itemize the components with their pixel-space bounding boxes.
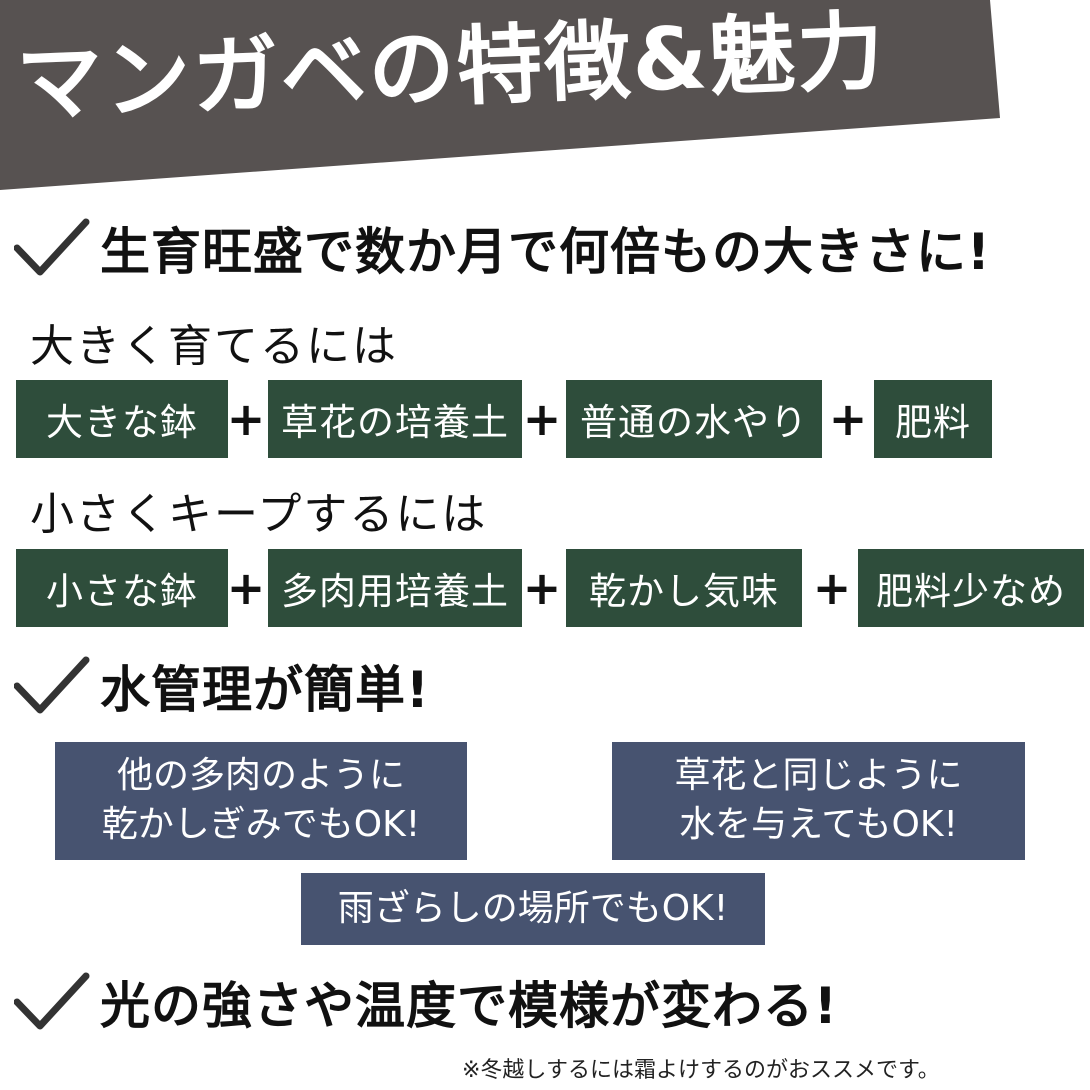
footnote: ※冬越しするには霜よけするのがおススメです。	[462, 1058, 940, 1083]
item-succulent-soil: 多肉用培養土	[268, 549, 522, 627]
checkmark-icon	[14, 656, 90, 714]
title-banner: マンガベの特徴&魅力	[0, 0, 1000, 190]
plus-sign: +	[522, 392, 562, 446]
item-less-fertilizer: 肥料少なめ	[858, 549, 1084, 627]
plus-sign: +	[522, 561, 562, 615]
info-box-dry-ok: 他の多肉のように 乾かしぎみでもOK!	[55, 742, 467, 860]
info-box-water-ok: 草花と同じように 水を与えてもOK!	[612, 742, 1025, 860]
plus-sign: +	[828, 392, 868, 446]
info-line: 草花と同じように	[674, 755, 963, 797]
plus-sign: +	[226, 561, 266, 615]
item-flower-soil: 草花の培養土	[268, 380, 522, 458]
section-heading-growth: 生育旺盛で数か月で何倍もの大きさに!	[100, 223, 991, 281]
info-line: 乾かしぎみでもOK!	[101, 804, 421, 845]
section-heading-pattern: 光の強さや温度で模様が変わる!	[100, 977, 838, 1035]
plus-sign: +	[812, 561, 852, 615]
label-grow-big: 大きく育てるには	[30, 321, 398, 372]
info-box-rain-ok: 雨ざらしの場所でもOK!	[301, 873, 765, 945]
info-line: 水を与えてもOK!	[679, 804, 958, 845]
item-normal-watering: 普通の水やり	[566, 380, 822, 458]
section-heading-water: 水管理が簡単!	[100, 661, 430, 719]
plus-sign: +	[226, 392, 266, 446]
item-small-pot: 小さな鉢	[16, 549, 228, 627]
item-big-pot: 大きな鉢	[16, 380, 228, 458]
item-dry-side: 乾かし気味	[566, 549, 802, 627]
label-keep-small: 小さくキープするには	[30, 489, 488, 540]
checkmark-icon	[14, 972, 90, 1030]
checkmark-icon	[14, 218, 90, 276]
page-title: マンガベの特徴&魅力	[14, 1, 888, 135]
info-line: 他の多肉のように	[116, 755, 405, 797]
item-fertilizer: 肥料	[874, 380, 992, 458]
info-line: 雨ざらしの場所でもOK!	[337, 887, 729, 929]
